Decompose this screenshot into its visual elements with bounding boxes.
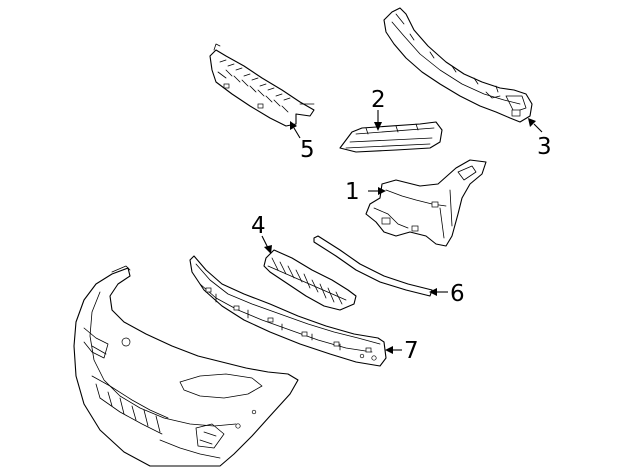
part-5-grille-bracket <box>209 43 315 127</box>
callout-1: 1 <box>345 179 360 205</box>
part-4-absorber <box>263 249 357 311</box>
callout-4: 4 <box>251 213 266 239</box>
bumper-cover <box>73 265 299 467</box>
callout-leaders <box>261 110 543 354</box>
part-3-bracket <box>383 7 533 123</box>
callout-5: 5 <box>300 137 315 163</box>
part-1-air-guide <box>365 159 487 247</box>
callout-3: 3 <box>537 134 552 160</box>
callout-2: 2 <box>371 87 386 113</box>
callout-7: 7 <box>404 338 419 364</box>
part-2-light-strip <box>339 121 443 153</box>
callout-6: 6 <box>450 281 465 307</box>
